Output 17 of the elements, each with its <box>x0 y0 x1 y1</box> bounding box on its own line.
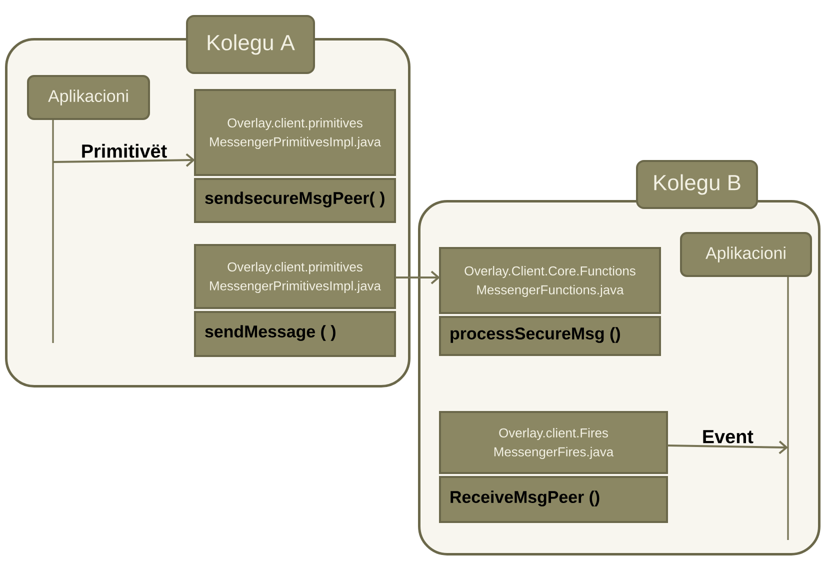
edge-label: Primitivët <box>82 144 167 158</box>
node-label: sendMessage ( ) <box>205 325 336 341</box>
arrow <box>395 270 440 284</box>
edge-label: Event <box>703 430 754 444</box>
node-label: processSecureMsg () <box>450 327 620 343</box>
actor-box: Aplikacioni <box>680 232 812 277</box>
title-tab: Kolegu B <box>636 160 758 209</box>
class-box: Overlay.Client.Core.Functions MessengerFunctions.java processSecureMsg () <box>439 247 661 356</box>
class-box: Overlay.client.Fires MessengerFires.java ReceiveMsgPeer () <box>439 411 668 523</box>
arrow <box>667 440 788 454</box>
actor-box: Aplikacioni <box>27 75 150 120</box>
class-box: Overlay.client.primitives MessengerPrimitivesImpl.java sendsecureMsgPeer( ) <box>194 89 396 223</box>
node-label: ReceiveMsgPeer () <box>450 490 600 506</box>
title-tab: Kolegu A <box>186 15 315 74</box>
arrow <box>53 153 195 167</box>
class-box: Overlay.client.primitives MessengerPrimitivesImpl.java sendMessage ( ) <box>194 244 396 357</box>
node-label: sendsecureMsgPeer( ) <box>205 192 384 208</box>
